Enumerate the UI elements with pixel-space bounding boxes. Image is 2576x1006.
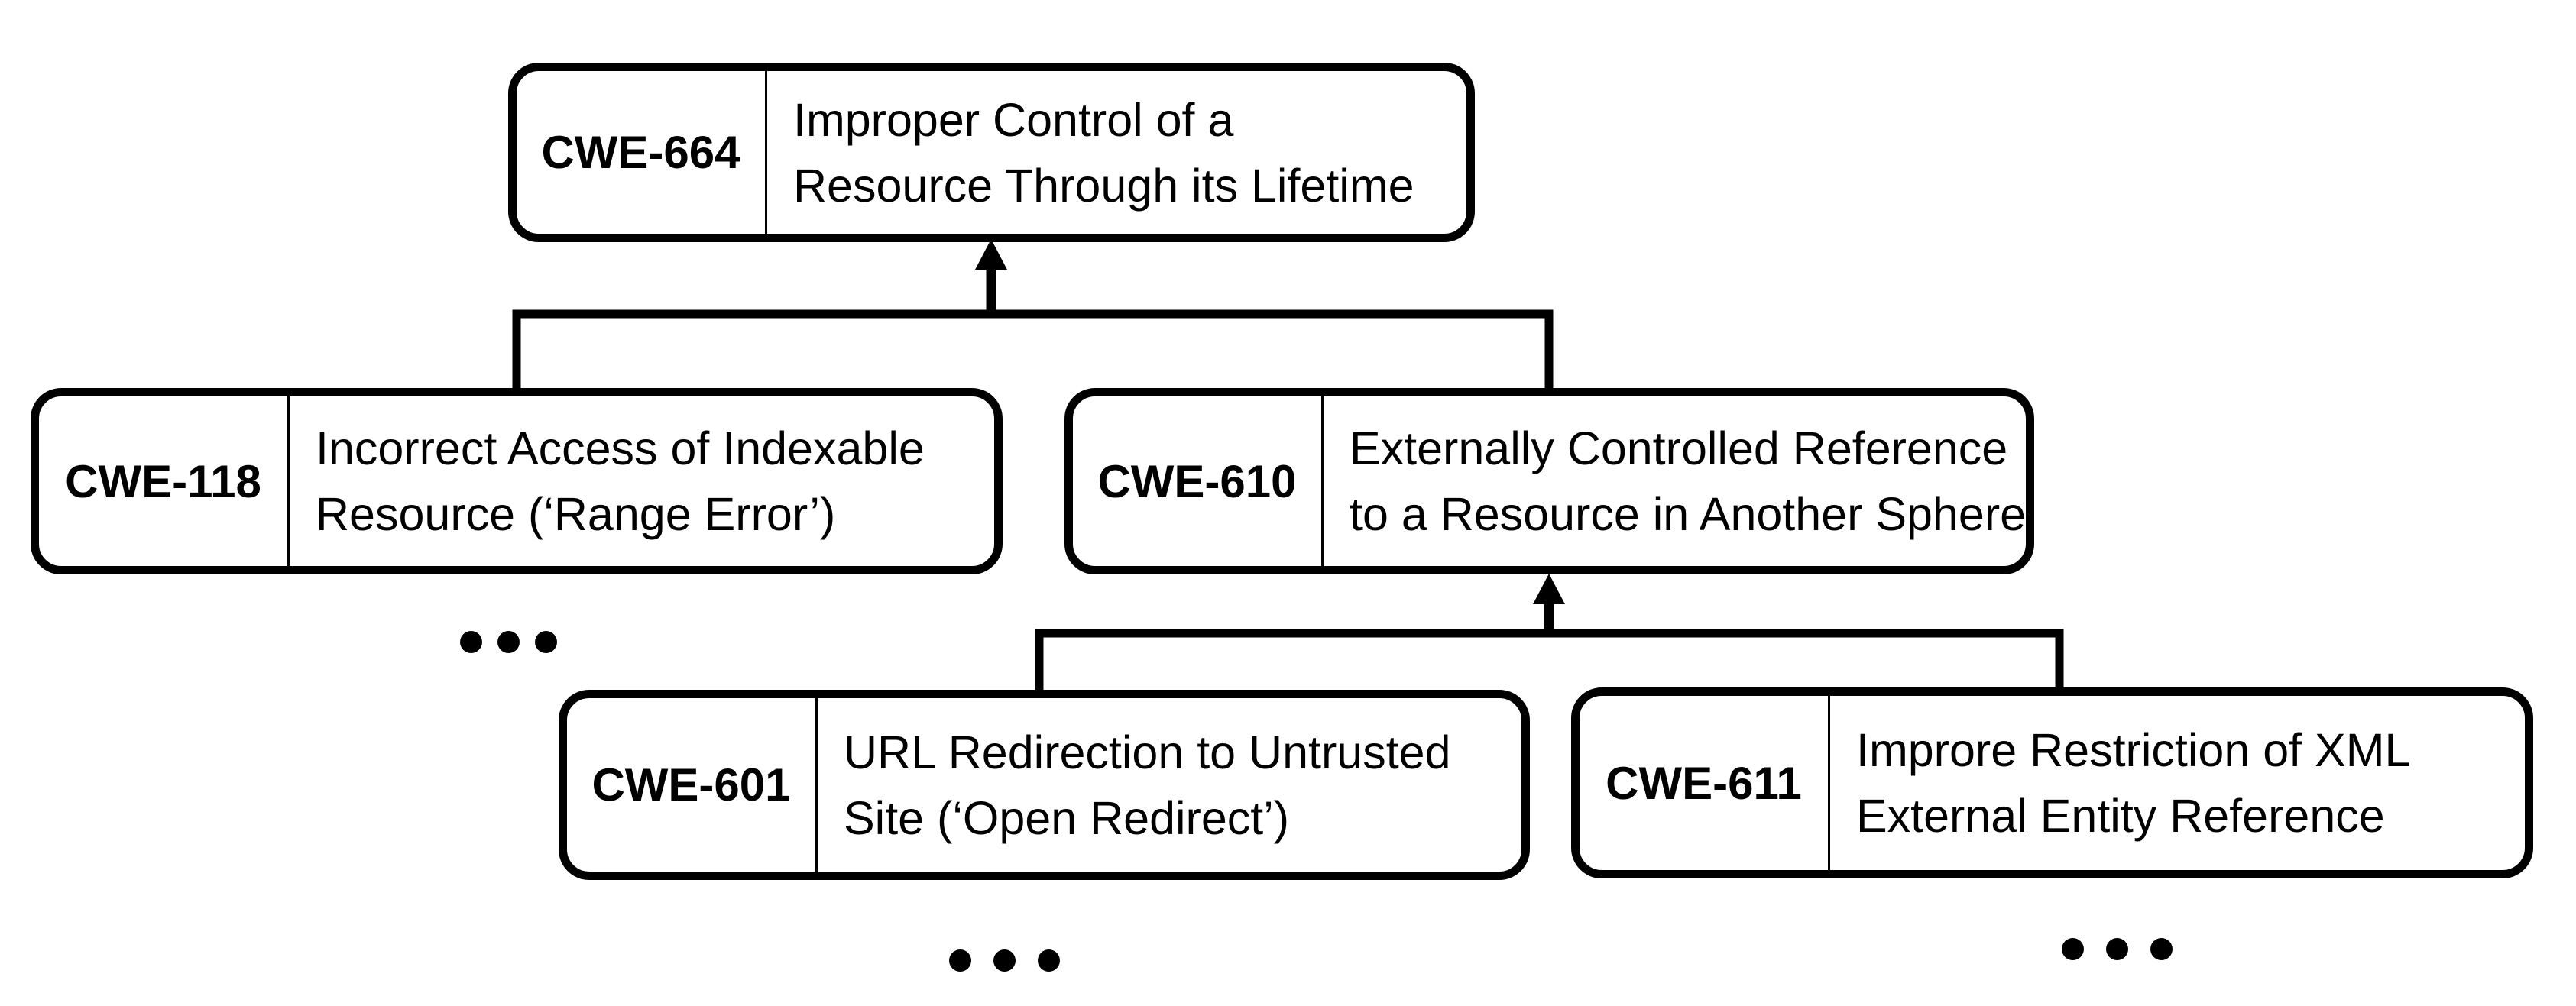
ellipsis-dot	[993, 949, 1016, 972]
node-cwe-118-id: CWE-118	[39, 396, 290, 566]
arrowhead-to-cwe610	[1533, 574, 1565, 604]
edge-cwe601-cwe611-to-cwe610	[1035, 574, 2064, 694]
node-cwe-610-label: Externally Controlled Reference to a Res…	[1324, 396, 2026, 566]
node-cwe-118: CWE-118 Incorrect Access of Indexable Re…	[31, 388, 1003, 574]
node-cwe-601-id: CWE-601	[567, 698, 818, 872]
node-cwe-664-id: CWE-664	[517, 71, 767, 234]
label-line: Externally Controlled Reference	[1350, 422, 2008, 474]
ellipsis-dot	[497, 631, 520, 653]
node-cwe-601: CWE-601 URL Redirection to Untrusted Sit…	[559, 690, 1530, 880]
label-line: Resource (‘Range Error’)	[316, 488, 836, 540]
label-line: to a Resource in Another Sphere	[1350, 488, 2027, 540]
label-line: Improper Control of a	[793, 93, 1234, 146]
ellipsis-dot	[1038, 949, 1060, 972]
node-cwe-611-id: CWE-611	[1580, 696, 1830, 870]
arrowhead-to-cwe664	[975, 239, 1007, 270]
label-line: URL Redirection to Untrusted	[844, 726, 1451, 778]
label-line: Site (‘Open Redirect’)	[844, 791, 1290, 844]
label-line: Incorrect Access of Indexable	[316, 422, 925, 474]
node-cwe-610: CWE-610 Externally Controlled Reference …	[1064, 388, 2034, 574]
node-cwe-611: CWE-611 Improre Restriction of XML Exter…	[1571, 687, 2533, 878]
ellipsis-dot	[535, 631, 557, 653]
ellipsis-dot	[2062, 938, 2084, 960]
node-cwe-118-label: Incorrect Access of Indexable Resource (…	[290, 396, 994, 566]
ellipsis-more-children-cwe611	[2062, 938, 2173, 960]
label-line: External Entity Reference	[1856, 790, 2385, 842]
node-cwe-610-id: CWE-610	[1073, 396, 1324, 566]
ellipsis-more-children-cwe601	[949, 949, 1060, 972]
label-line: Resource Through its Lifetime	[793, 159, 1414, 212]
edge-cwe118-cwe610-to-cwe664	[512, 239, 1554, 394]
node-cwe-664: CWE-664 Improper Control of a Resource T…	[508, 63, 1475, 242]
ellipsis-dot	[460, 631, 482, 653]
node-cwe-611-label: Improre Restriction of XML External Enti…	[1830, 696, 2525, 870]
ellipsis-dot	[2150, 938, 2173, 960]
node-cwe-664-label: Improper Control of a Resource Through i…	[767, 71, 1466, 234]
label-line: Improre Restriction of XML	[1856, 724, 2411, 776]
ellipsis-dot	[2106, 938, 2128, 960]
ellipsis-dot	[949, 949, 971, 972]
ellipsis-more-children-cwe118	[460, 631, 557, 653]
node-cwe-601-label: URL Redirection to Untrusted Site (‘Open…	[818, 698, 1521, 872]
